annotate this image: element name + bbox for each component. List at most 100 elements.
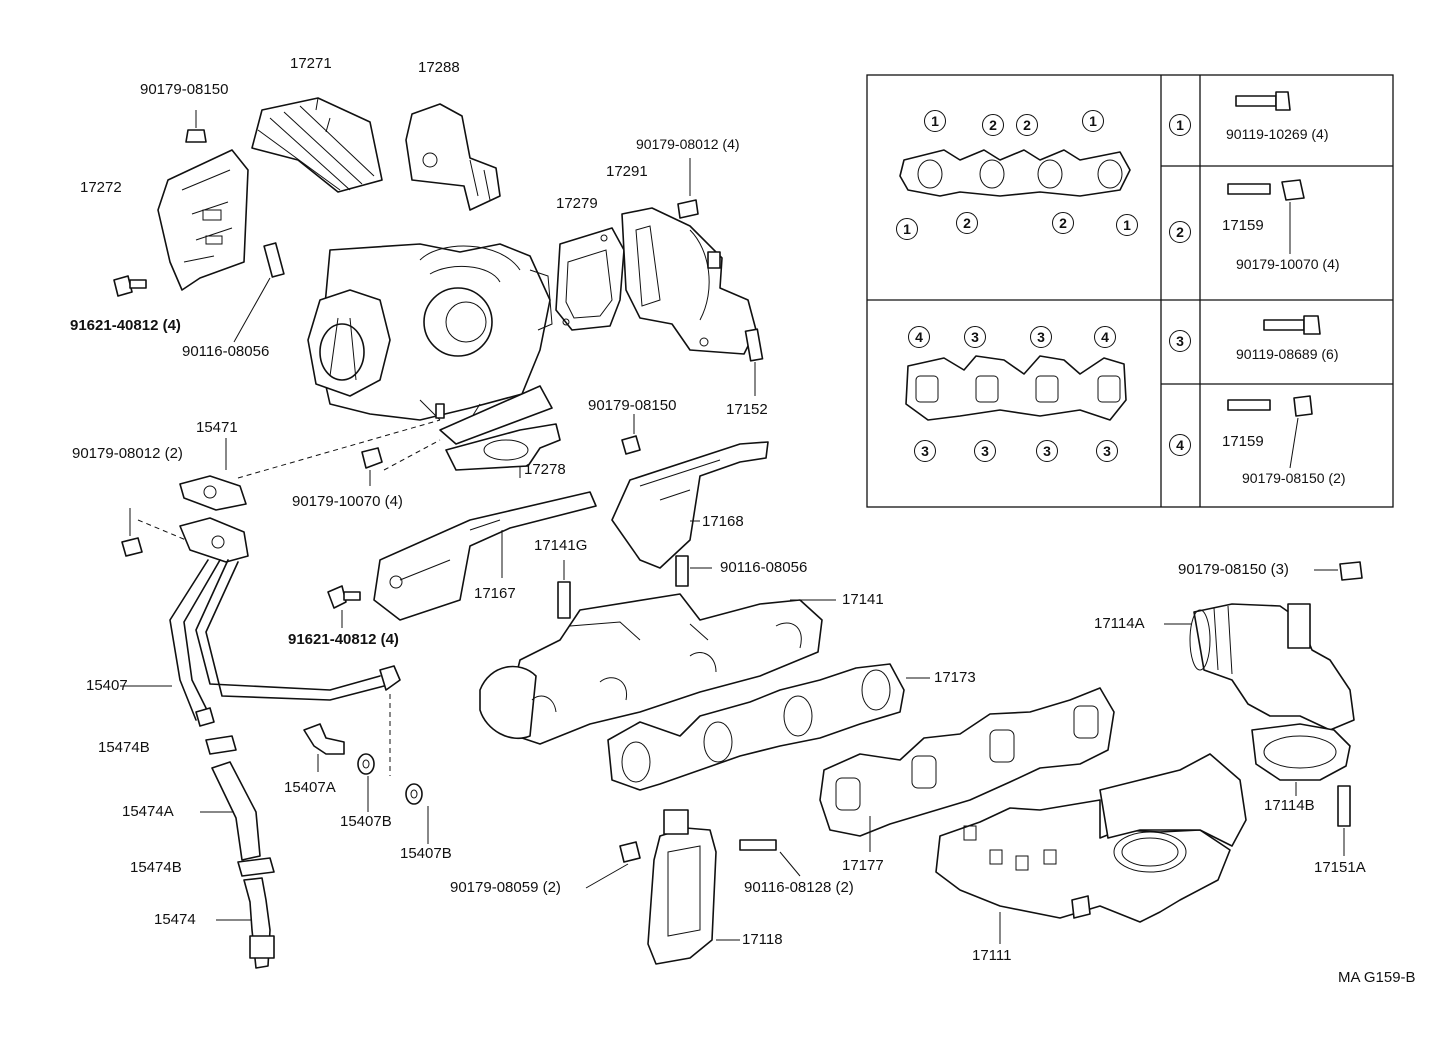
gasket-a-top-mark-3: 2 bbox=[1016, 114, 1038, 136]
nut-90179-08059 bbox=[585, 841, 641, 889]
label-17291: 17291 bbox=[606, 163, 648, 180]
nut-90179-08150-c bbox=[1314, 561, 1363, 581]
label-15471: 15471 bbox=[196, 419, 238, 436]
hose-15474A bbox=[200, 761, 261, 861]
label-15407B-a: 15407B bbox=[340, 813, 392, 830]
row2-part-1: 17159 bbox=[1222, 217, 1264, 234]
label-15474B-b: 15474B bbox=[130, 859, 182, 876]
gasket-b-bottom-mark-4: 3 bbox=[1096, 440, 1118, 462]
gasket-17114B bbox=[1251, 723, 1351, 796]
label-17177: 17177 bbox=[842, 857, 884, 874]
clamp-15474B-a bbox=[205, 735, 237, 755]
label-17271: 17271 bbox=[290, 55, 332, 72]
turbocharger-assembly bbox=[307, 243, 553, 445]
table-row-mark-4: 4 bbox=[1169, 434, 1191, 456]
stud-17152 bbox=[744, 328, 764, 396]
nut-90179-08150-b bbox=[621, 414, 641, 455]
label-17141G: 17141G bbox=[534, 537, 588, 554]
label-17111: 17111 bbox=[972, 947, 1012, 964]
gasket-a-bottom-mark-3: 2 bbox=[1052, 212, 1074, 234]
bolt-91621-40812-a bbox=[113, 275, 147, 297]
turbine-outlet-elbow-17291 bbox=[621, 207, 757, 355]
label-90179-08150-b: 90179-08150 bbox=[588, 397, 677, 414]
gasket-a-bottom-mark-2: 2 bbox=[956, 212, 978, 234]
gasket-b-bottom-mark-1: 3 bbox=[914, 440, 936, 462]
row1-part-1: 90119-10269 (4) bbox=[1226, 126, 1329, 142]
gasket-15471 bbox=[179, 438, 247, 511]
label-17118: 17118 bbox=[742, 931, 783, 948]
label-17141: 17141 bbox=[842, 591, 884, 608]
clamp-15474B-b bbox=[237, 857, 275, 877]
label-90179-10070-4: 90179-10070 (4) bbox=[292, 493, 403, 510]
label-17167: 17167 bbox=[474, 585, 516, 602]
label-17173: 17173 bbox=[934, 669, 976, 686]
label-17114B: 17114B bbox=[1264, 797, 1315, 814]
gasket-a-bottom-mark-1: 1 bbox=[896, 218, 918, 240]
nut-90179-10070 bbox=[361, 447, 383, 486]
heat-insulator-17271 bbox=[251, 97, 383, 193]
stud-17151A bbox=[1337, 785, 1351, 856]
table-row-mark-2: 2 bbox=[1169, 221, 1191, 243]
label-90179-08059-2: 90179-08059 (2) bbox=[450, 879, 561, 896]
label-91621-40812-4-b: 91621-40812 (4) bbox=[288, 631, 399, 648]
gasket-17279 bbox=[555, 227, 625, 331]
table-row-mark-3: 3 bbox=[1169, 330, 1191, 352]
label-15407B-b: 15407B bbox=[400, 845, 452, 862]
label-90179-08012-4: 90179-08012 (4) bbox=[636, 136, 740, 152]
label-17152: 17152 bbox=[726, 401, 768, 418]
nut-90179-08012-a bbox=[677, 158, 699, 219]
bolt-91621-40812-b bbox=[327, 585, 361, 628]
gasket-17177 bbox=[819, 687, 1115, 852]
heat-insulator-17168 bbox=[611, 441, 769, 569]
oil-pipe-15407 bbox=[120, 517, 401, 727]
stud-90116-08056-b bbox=[675, 555, 712, 587]
gasket-a-top-mark-2: 2 bbox=[982, 114, 1004, 136]
nut-90179-08012-b bbox=[121, 508, 143, 557]
gasket-a-bottom-mark-4: 1 bbox=[1116, 214, 1138, 236]
label-90179-08012-2: 90179-08012 (2) bbox=[72, 445, 183, 462]
label-17151A: 17151A bbox=[1314, 859, 1366, 876]
label-15474: 15474 bbox=[154, 911, 196, 928]
label-17114A: 17114A bbox=[1094, 615, 1145, 632]
label-15474B-a: 15474B bbox=[98, 739, 150, 756]
gasket-b-top-mark-2: 3 bbox=[964, 326, 986, 348]
label-17288: 17288 bbox=[418, 59, 460, 76]
row4-part-2: 90179-08150 (2) bbox=[1242, 470, 1346, 486]
gasket-17278 bbox=[445, 423, 561, 478]
gasket-b-top-mark-4: 4 bbox=[1094, 326, 1116, 348]
heat-insulator-17272 bbox=[157, 149, 249, 291]
label-90116-08056-b: 90116-08056 bbox=[720, 559, 808, 576]
intake-manifold-17111 bbox=[935, 753, 1247, 944]
label-90116-08128-2: 90116-08128 (2) bbox=[744, 879, 854, 896]
gasket-b-top-mark-3: 3 bbox=[1030, 326, 1052, 348]
label-90179-08150-a: 90179-08150 bbox=[140, 81, 229, 98]
gasket-a-top-mark-4: 1 bbox=[1082, 110, 1104, 132]
pipe-15474 bbox=[216, 877, 275, 969]
exhaust-manifold-17141 bbox=[479, 593, 836, 745]
gasket-17173 bbox=[607, 663, 930, 791]
nut-90179-08150-a bbox=[185, 110, 207, 143]
stud-90116-08128 bbox=[739, 839, 801, 877]
stay-17118 bbox=[647, 809, 740, 965]
washer-15407B-a bbox=[357, 753, 375, 812]
label-15407: 15407 bbox=[86, 677, 128, 694]
table-row-mark-1: 1 bbox=[1169, 114, 1191, 136]
label-17278: 17278 bbox=[524, 461, 566, 478]
intake-connector-17114A bbox=[1164, 603, 1355, 731]
label-17168: 17168 bbox=[702, 513, 744, 530]
gasket-selection-table bbox=[866, 74, 1394, 508]
gasket-b-bottom-mark-3: 3 bbox=[1036, 440, 1058, 462]
label-90179-08150-3: 90179-08150 (3) bbox=[1178, 561, 1289, 578]
row4-part-1: 17159 bbox=[1222, 433, 1264, 450]
stud-17141G bbox=[557, 560, 571, 619]
label-17272: 17272 bbox=[80, 179, 122, 196]
stud-90116-08056-a bbox=[233, 242, 285, 343]
row3-part-1: 90119-08689 (6) bbox=[1236, 346, 1339, 362]
label-90116-08056-a: 90116-08056 bbox=[182, 343, 270, 360]
label-91621-40812-4-a: 91621-40812 (4) bbox=[70, 317, 181, 334]
label-15474A: 15474A bbox=[122, 803, 174, 820]
gasket-b-bottom-mark-2: 3 bbox=[974, 440, 996, 462]
heat-insulator-17288 bbox=[405, 103, 501, 211]
heat-insulator-17167 bbox=[373, 491, 597, 621]
